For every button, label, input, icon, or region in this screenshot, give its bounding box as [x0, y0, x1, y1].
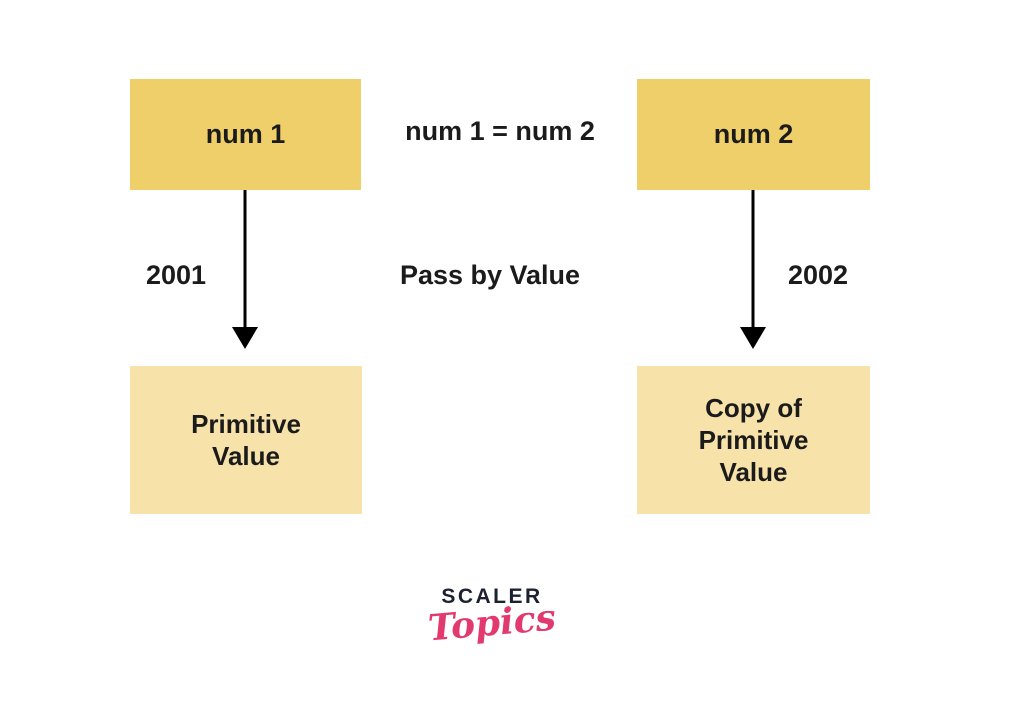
num1-arrow	[232, 190, 258, 350]
scaler-topics-logo: SCALER Topics	[427, 585, 558, 649]
primitive-value-label: Primitive Value	[191, 409, 301, 471]
arrow-head-icon	[740, 327, 766, 349]
num1-address-label: 2001	[145, 260, 207, 290]
num1-box: num 1	[130, 79, 361, 190]
num2-arrow	[740, 190, 766, 350]
copy-of-primitive-value-label: Copy of Primitive Value	[698, 393, 809, 487]
num2-box: num 2	[637, 79, 870, 190]
copy-of-primitive-value-box: Copy of Primitive Value	[637, 366, 870, 514]
arrow-shaft	[243, 190, 247, 328]
num2-address-label: 2002	[787, 260, 849, 290]
relation-label: num 1 = num 2	[405, 116, 595, 146]
primitive-value-box: Primitive Value	[130, 366, 362, 514]
logo-brand-text: SCALER	[441, 585, 543, 608]
diagram-title: Pass by Value	[399, 260, 581, 290]
arrow-shaft	[751, 190, 755, 328]
num1-box-label: num 1	[205, 119, 286, 149]
arrow-head-icon	[232, 327, 258, 349]
num2-box-label: num 2	[713, 119, 794, 149]
